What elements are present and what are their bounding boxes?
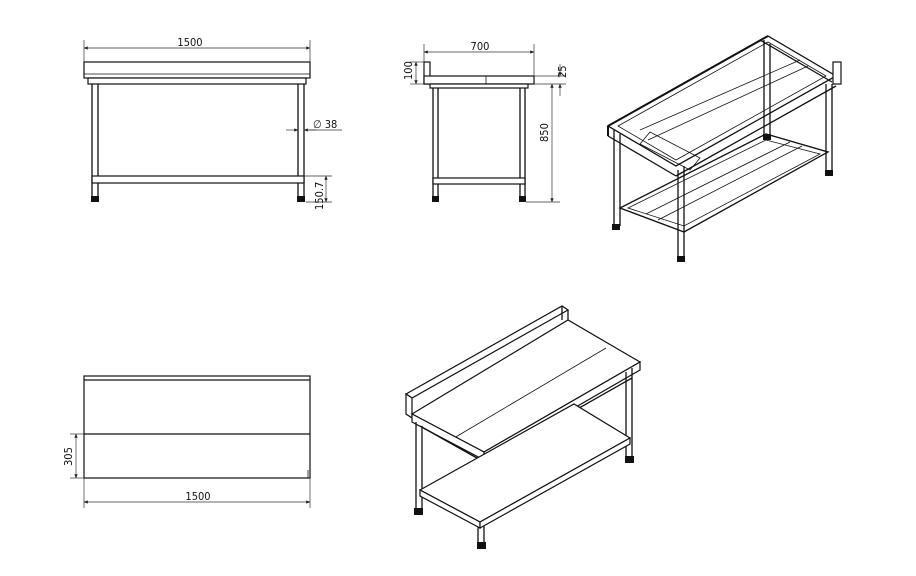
isometric-frame-view bbox=[606, 35, 842, 262]
iso-frame-backsplash bbox=[832, 61, 842, 85]
side-foot-left bbox=[432, 196, 439, 202]
top-view-width-dimension: 1500 bbox=[185, 490, 210, 503]
iso-table-foot-2 bbox=[477, 542, 486, 549]
isometric-table-view bbox=[404, 305, 642, 549]
side-foot-right bbox=[519, 196, 526, 202]
iso-frame-foot-3 bbox=[763, 134, 771, 140]
top-view-depth-dimension: 305 bbox=[62, 447, 75, 466]
top-view-tabletop bbox=[83, 375, 311, 479]
iso-table-foot-1 bbox=[414, 508, 423, 515]
front-tube-diameter-dimension: ∅ 38 bbox=[313, 118, 337, 131]
front-lower-shelf bbox=[91, 175, 305, 184]
front-foot-right bbox=[297, 196, 305, 202]
iso-frame-foot-1 bbox=[612, 224, 620, 230]
front-foot-left bbox=[91, 196, 99, 202]
front-shelf-height-dimension: 150.7 bbox=[313, 182, 326, 210]
front-width-dimension: 1500 bbox=[177, 36, 202, 49]
side-top-thickness-dimension: 25 bbox=[556, 65, 569, 78]
side-depth-dimension: 700 bbox=[471, 40, 490, 53]
top-view: 305 1500 bbox=[62, 375, 311, 508]
front-view: 1500 ∅ 38 150.7 bbox=[83, 36, 342, 210]
side-apron bbox=[429, 83, 529, 89]
side-backsplash-dimension: 100 bbox=[402, 61, 415, 80]
front-apron bbox=[87, 77, 307, 85]
side-tabletop bbox=[423, 75, 535, 85]
side-view: 700 100 25 850 bbox=[402, 40, 569, 203]
iso-frame-foot-2 bbox=[677, 256, 685, 262]
side-lower-shelf bbox=[432, 177, 526, 185]
iso-table-foot-3 bbox=[625, 456, 634, 463]
iso-frame-foot-4 bbox=[825, 170, 833, 176]
side-height-dimension: 850 bbox=[538, 123, 551, 142]
front-tabletop bbox=[83, 61, 311, 79]
